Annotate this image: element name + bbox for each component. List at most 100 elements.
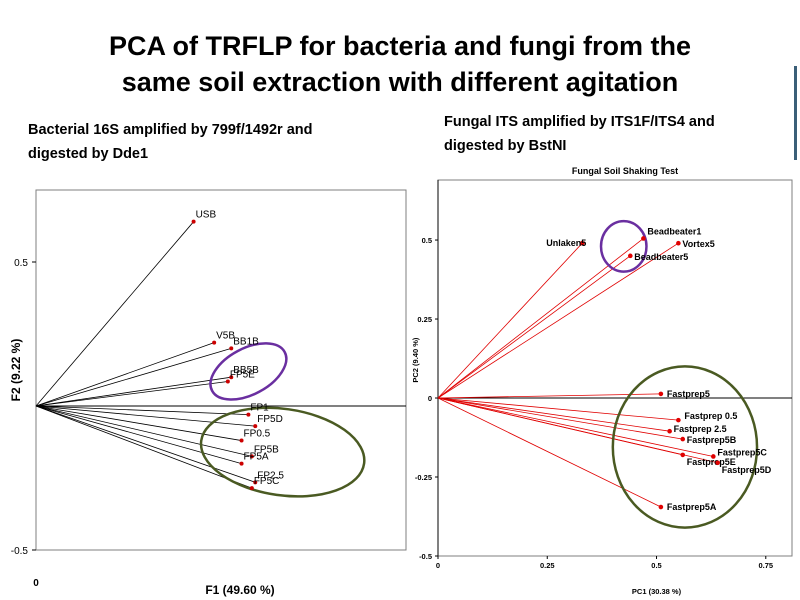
point-label: V5B xyxy=(216,331,235,342)
loading-vector xyxy=(35,376,232,407)
loading-vector xyxy=(437,242,583,399)
loading-vector xyxy=(35,405,252,489)
data-point xyxy=(191,219,196,224)
data-point xyxy=(246,412,251,417)
x-tick-label: 0.75 xyxy=(758,561,773,570)
fungal-caption: Fungal ITS amplified by ITS1F/ITS4 and d… xyxy=(444,110,715,158)
data-point xyxy=(239,438,244,443)
purple-group-ellipse xyxy=(599,219,648,273)
y-tick-label: -0.5 xyxy=(11,546,29,557)
loading-vector xyxy=(437,255,631,399)
data-point xyxy=(658,391,664,397)
slide-title-line1: PCA of TRFLP for bacteria and fungi from… xyxy=(108,31,692,61)
point-label: FP5B xyxy=(254,444,279,455)
data-point xyxy=(239,461,244,466)
loading-vector xyxy=(437,242,679,399)
loading-vector xyxy=(35,405,242,441)
point-label: Fastprep5 xyxy=(667,389,710,399)
plot-frame xyxy=(35,189,407,551)
loading-vector xyxy=(35,342,215,407)
fungal-caption-line1: Fungal ITS amplified by ITS1F/ITS4 and xyxy=(444,114,715,130)
chart-title: Fungal Soil Shaking Test xyxy=(572,166,678,176)
point-label: Fastprep5B xyxy=(687,435,737,445)
bacterial-caption-line1: Bacterial 16S amplified by 799f/1492r an… xyxy=(28,122,313,138)
point-label: Fastprep5D xyxy=(722,465,772,475)
data-point xyxy=(715,460,721,466)
slide-edge-decoration xyxy=(794,66,797,160)
data-point xyxy=(680,436,686,442)
y-tick-label: 0 xyxy=(428,394,432,403)
data-point xyxy=(229,375,234,380)
point-label: Beadbeater5 xyxy=(634,252,688,262)
loading-vector xyxy=(35,405,256,427)
fungal-pca-chart: Fungal Soil Shaking Test 0.5 0.25 0 -0.25 -0.… xyxy=(411,166,793,596)
loading-vector xyxy=(437,393,661,399)
x-tick-label: 0.5 xyxy=(651,561,661,570)
data-point xyxy=(579,240,585,246)
data-point xyxy=(658,504,664,510)
loading-vector xyxy=(437,397,679,421)
y-tick-label: 0.5 xyxy=(14,258,28,269)
bacterial-caption-line2: digested by Dde1 xyxy=(28,146,149,162)
loading-vector xyxy=(35,405,242,464)
green-group-ellipse xyxy=(611,365,759,529)
point-label: FP2.5 xyxy=(257,470,284,481)
point-label: BB5B xyxy=(233,365,259,376)
point-label: Fastprep 2.5 xyxy=(674,424,727,434)
x-tick-label: 0 xyxy=(33,578,39,589)
loading-vector xyxy=(35,405,256,483)
green-group-ellipse xyxy=(199,406,366,498)
data-point xyxy=(627,253,633,259)
y-axis-title: PC2 (9.40 %) xyxy=(411,337,420,383)
data-point xyxy=(641,236,646,241)
bacterial-caption: Bacterial 16S amplified by 799f/1492r an… xyxy=(28,118,313,166)
purple-group-ellipse xyxy=(209,342,288,401)
point-label: Vortex5 xyxy=(682,239,714,249)
data-point xyxy=(212,340,217,345)
data-point xyxy=(253,424,258,429)
x-axis-title: F1 (49.60 %) xyxy=(205,583,274,597)
y-tick-label: -0.5 xyxy=(419,552,432,561)
loading-vector xyxy=(35,405,249,416)
data-point xyxy=(676,417,681,423)
slide-title-line2: same soil extraction with different agit… xyxy=(121,67,679,97)
point-label: Unlaken5 xyxy=(546,238,586,248)
point-label: Fastprep5E xyxy=(687,457,736,467)
point-label: Fastprep 0.5 xyxy=(684,411,737,421)
fungal-caption-line2: digested by BstNI xyxy=(444,138,567,154)
point-label: BB1B xyxy=(233,336,259,347)
point-label: FP1 xyxy=(250,403,269,414)
point-label: USB xyxy=(196,210,217,221)
y-tick-label: 0.5 xyxy=(422,236,432,245)
point-label: Fastprep5C xyxy=(717,447,767,457)
data-point xyxy=(225,379,230,384)
loading-vector xyxy=(437,397,683,440)
point-label: FP5D xyxy=(257,414,283,425)
data-point xyxy=(667,428,672,434)
x-axis-title: PC1 (30.38 %) xyxy=(632,587,682,596)
y-axis-title: F2 (9.22 %) xyxy=(9,339,23,402)
loading-vector xyxy=(35,405,252,457)
point-label: FP5E xyxy=(230,370,255,381)
data-point xyxy=(253,480,258,485)
data-point xyxy=(229,346,234,351)
point-label: FP5C xyxy=(254,476,280,487)
data-point xyxy=(249,486,254,491)
loading-vector xyxy=(437,397,714,457)
loading-vector xyxy=(437,397,670,432)
slide-title: PCA of TRFLP for bacteria and fungi from… xyxy=(20,28,780,100)
loading-vector xyxy=(35,221,194,407)
data-point xyxy=(711,454,716,459)
data-point xyxy=(249,454,254,459)
point-label: FP0.5 xyxy=(244,429,271,440)
x-tick-label: 0 xyxy=(436,561,440,570)
plot-frame xyxy=(437,179,793,557)
loading-vector xyxy=(35,381,228,407)
loading-vector xyxy=(35,348,232,407)
data-point xyxy=(680,452,686,458)
y-tick-label: -0.25 xyxy=(415,473,432,482)
point-label: FP5A xyxy=(244,452,269,463)
x-tick-label: 0.25 xyxy=(540,561,555,570)
data-point xyxy=(676,240,681,246)
